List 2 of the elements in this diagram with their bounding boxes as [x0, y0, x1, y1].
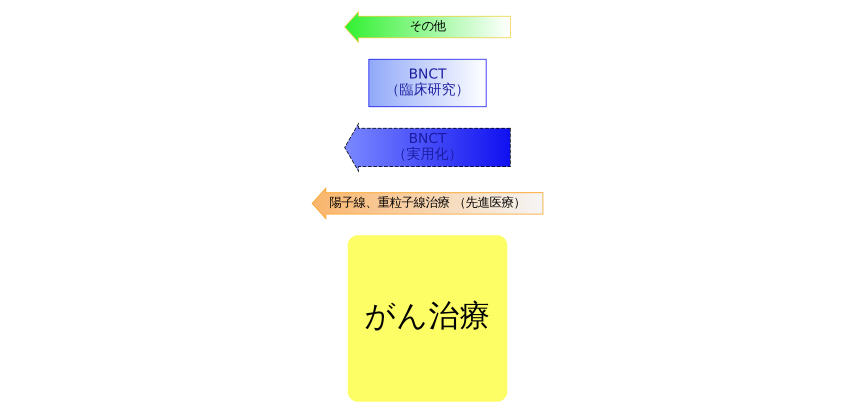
node-box: BNCT （臨床研究） — [368, 58, 486, 108]
node-box: がん治療 — [347, 235, 507, 402]
